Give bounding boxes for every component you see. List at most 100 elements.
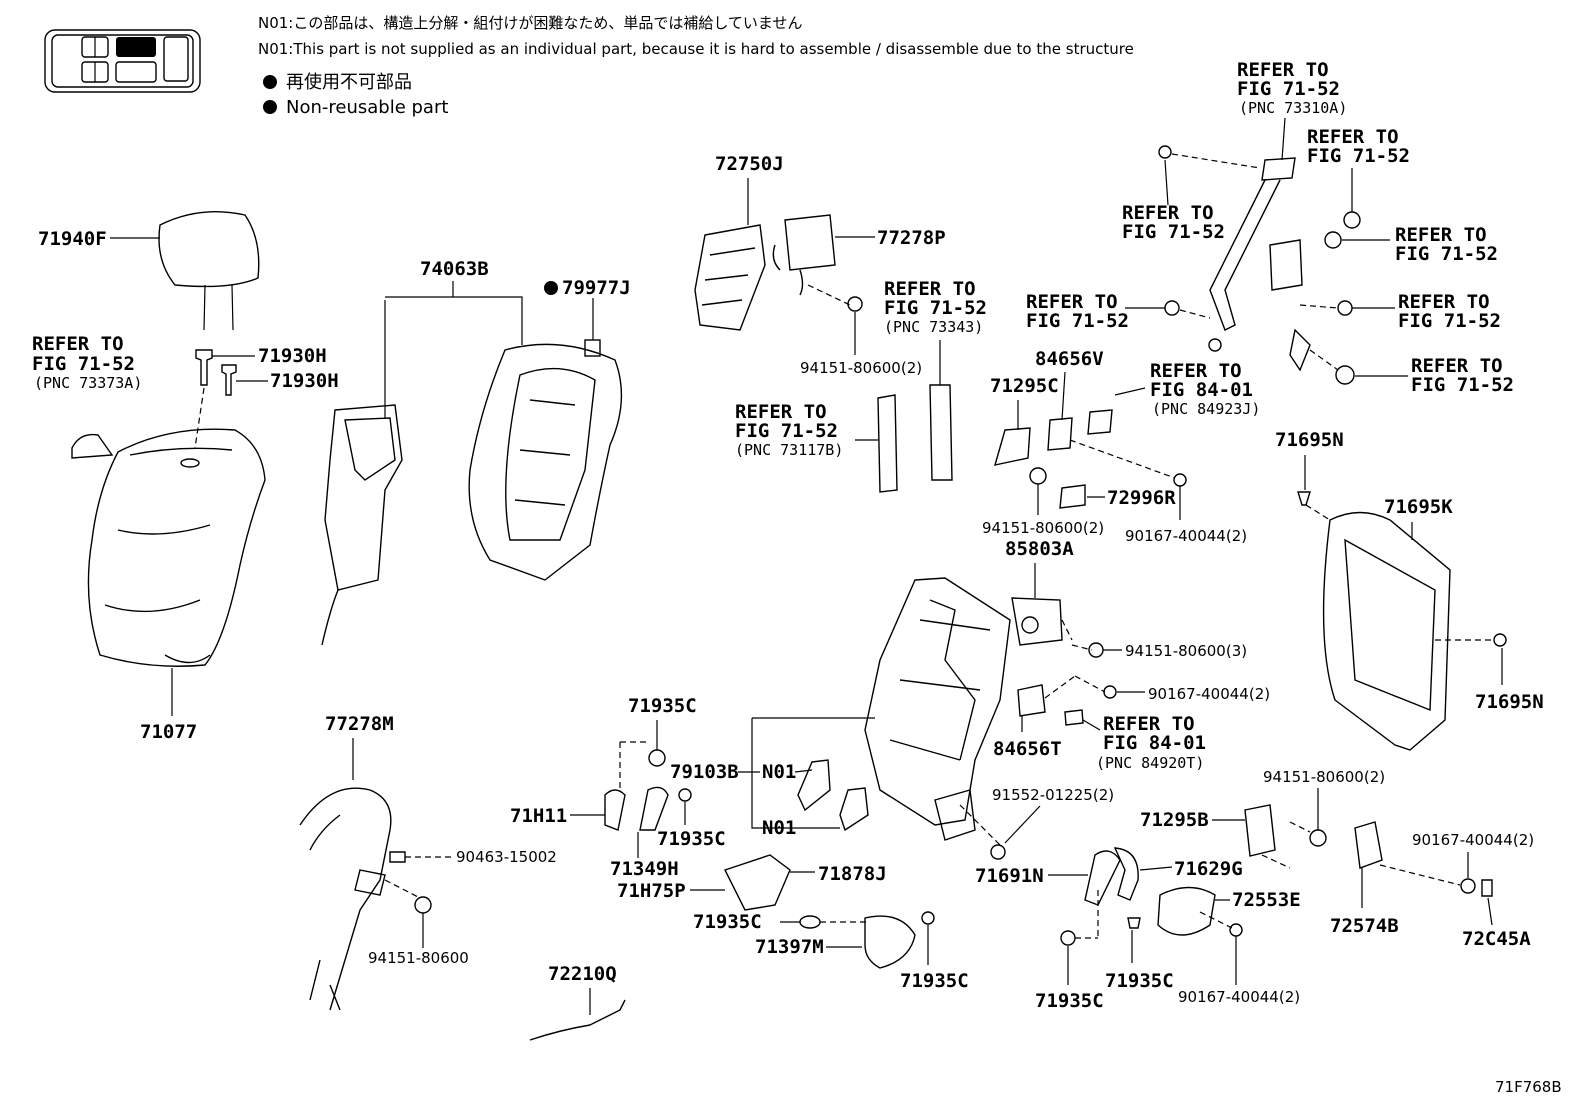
refer-73310-line3: (PNC 73310A): [1239, 99, 1347, 117]
label-71935C-e: 71935C: [1105, 970, 1174, 992]
nut-icon: [1335, 365, 1355, 385]
label-77278M: 77278M: [325, 713, 394, 735]
label-94151-80600-2-b: 94151-80600(2): [982, 519, 1104, 537]
refer-73117-line3: (PNC 73117B): [735, 441, 843, 459]
connector-72996R-drawing: [1059, 484, 1086, 509]
seatback-cover-drawing: [87, 428, 266, 667]
label-85803A: 85803A: [1005, 538, 1074, 560]
label-71695N-lower: 71695N: [1475, 691, 1544, 713]
refer-r5-line1: REFER TO: [1398, 291, 1490, 313]
label-71629G: 71629G: [1174, 858, 1243, 880]
bolt-icon: [1337, 300, 1353, 316]
refer-73343-line1: REFER TO: [884, 278, 976, 300]
refer-left-line1: REFER TO: [32, 333, 124, 355]
refer-73117-line1: REFER TO: [735, 401, 827, 423]
label-90463-15002: 90463-15002: [456, 848, 557, 866]
seat-belt-drawing: [1208, 157, 1311, 372]
refer-r4-line2: FIG 71-52: [1026, 310, 1129, 332]
refer-r2-line1: REFER TO: [1307, 126, 1399, 148]
label-79103B: 79103B: [670, 761, 739, 783]
bolt-icon: [1103, 685, 1117, 699]
refer-r5-line2: FIG 71-52: [1398, 310, 1501, 332]
rail-73343-drawing: [929, 384, 953, 481]
refer-left-line2: FIG 71-52: [32, 353, 135, 375]
nut-94151-drawing: [847, 296, 863, 312]
label-72553E: 72553E: [1232, 889, 1301, 911]
label-71935C-c: 71935C: [693, 911, 762, 933]
clip-icon: [648, 749, 666, 767]
clip-icon: [1060, 930, 1076, 946]
label-84656V: 84656V: [1035, 348, 1104, 370]
label-94151-80600-3: 94151-80600(3): [1125, 642, 1247, 660]
figure-code: 71F768B: [1495, 1078, 1562, 1096]
label-71878J: 71878J: [818, 863, 887, 885]
bolt-icon: [1460, 878, 1476, 894]
label-71077: 71077: [140, 721, 197, 743]
nut-icon: [1309, 829, 1327, 847]
label-71349H: 71349H: [610, 858, 679, 880]
refer-left-line3: (PNC 73373A): [34, 374, 142, 392]
refer-r3-line1: REFER TO: [1395, 224, 1487, 246]
refer-r6-line1: REFER TO: [1411, 355, 1503, 377]
label-71295B: 71295B: [1140, 809, 1209, 831]
refer-84923-line3: (PNC 84923J): [1152, 400, 1260, 418]
legend-english: Non-reusable part: [286, 97, 448, 118]
refer-r1-line2: FIG 71-52: [1122, 221, 1225, 243]
label-N01-upper: N01: [762, 761, 796, 783]
label-94151-80600-2-a: 94151-80600(2): [800, 359, 922, 377]
label-71930H-upper: 71930H: [258, 345, 327, 367]
seatback-frame-drawing: [864, 577, 1063, 826]
clip-icon: [678, 788, 692, 802]
label-72750J: 72750J: [715, 153, 784, 175]
headrest-drawing: [158, 211, 260, 331]
clip-icon: [1481, 879, 1493, 897]
label-71935C-b: 71935C: [657, 828, 726, 850]
refer-73343-line3: (PNC 73343): [884, 318, 983, 336]
headrest-guide-drawing: [195, 349, 237, 396]
refer-73117-line2: FIG 71-52: [735, 420, 838, 442]
refer-73343-line2: FIG 71-52: [884, 297, 987, 319]
label-77278P: 77278P: [877, 227, 946, 249]
back-board-drawing: [1322, 511, 1451, 751]
clip-71695N-drawing: [1297, 491, 1311, 506]
refer-r2-line2: FIG 71-52: [1307, 145, 1410, 167]
cover-84656T-drawing: [1017, 684, 1046, 717]
label-71H75P: 71H75P: [617, 880, 686, 902]
label-94151-80600-2-c: 94151-80600(2): [1263, 768, 1385, 786]
cover-71H11-drawing: [604, 789, 626, 831]
label-71H11: 71H11: [510, 805, 567, 827]
switch-84920-drawing: [1064, 709, 1084, 726]
label-72C45A: 72C45A: [1462, 928, 1531, 950]
label-79977J: 79977J: [562, 277, 631, 299]
label-71930H-lower: 71930H: [270, 370, 339, 392]
label-90167-40044-2-b: 90167-40044(2): [1148, 685, 1270, 703]
label-72210Q: 72210Q: [548, 963, 617, 985]
nonreusable-bullet-icon: [544, 281, 558, 295]
label-71935C-d: 71935C: [900, 970, 969, 992]
label-90167-40044-2-c: 90167-40044(2): [1178, 988, 1300, 1006]
side-trim-drawing: [71, 433, 114, 459]
cable-72210Q-drawing: [529, 999, 626, 1041]
recliner-N01-b-drawing: [839, 787, 869, 832]
refer-84920-line1: REFER TO: [1103, 713, 1195, 735]
label-90167-40044-2-a: 90167-40044(2): [1125, 527, 1247, 545]
n01-note-english: N01:This part is not supplied as an indi…: [258, 40, 1134, 58]
nut-94151-b-drawing: [1029, 467, 1047, 485]
label-72996R: 72996R: [1107, 487, 1176, 509]
bolt-icon: [1164, 300, 1180, 316]
clip-79977J-drawing: [584, 339, 601, 357]
nut-icon: [1088, 642, 1104, 658]
clip-icon: [1127, 917, 1141, 929]
cover-71349H-drawing: [639, 786, 669, 831]
label-72574B: 72574B: [1330, 915, 1399, 937]
bullet-icon: [263, 75, 277, 89]
bolt-icon: [1229, 923, 1243, 937]
label-71691N: 71691N: [975, 865, 1044, 887]
refer-r3-line2: FIG 71-52: [1395, 243, 1498, 265]
bracket-71295C-drawing: [994, 427, 1031, 466]
refer-73310-line1: REFER TO: [1237, 59, 1329, 81]
bolt-icon: [990, 844, 1006, 860]
label-91552-01225-2: 91552-01225(2): [992, 786, 1114, 804]
label-71397M: 71397M: [755, 936, 824, 958]
